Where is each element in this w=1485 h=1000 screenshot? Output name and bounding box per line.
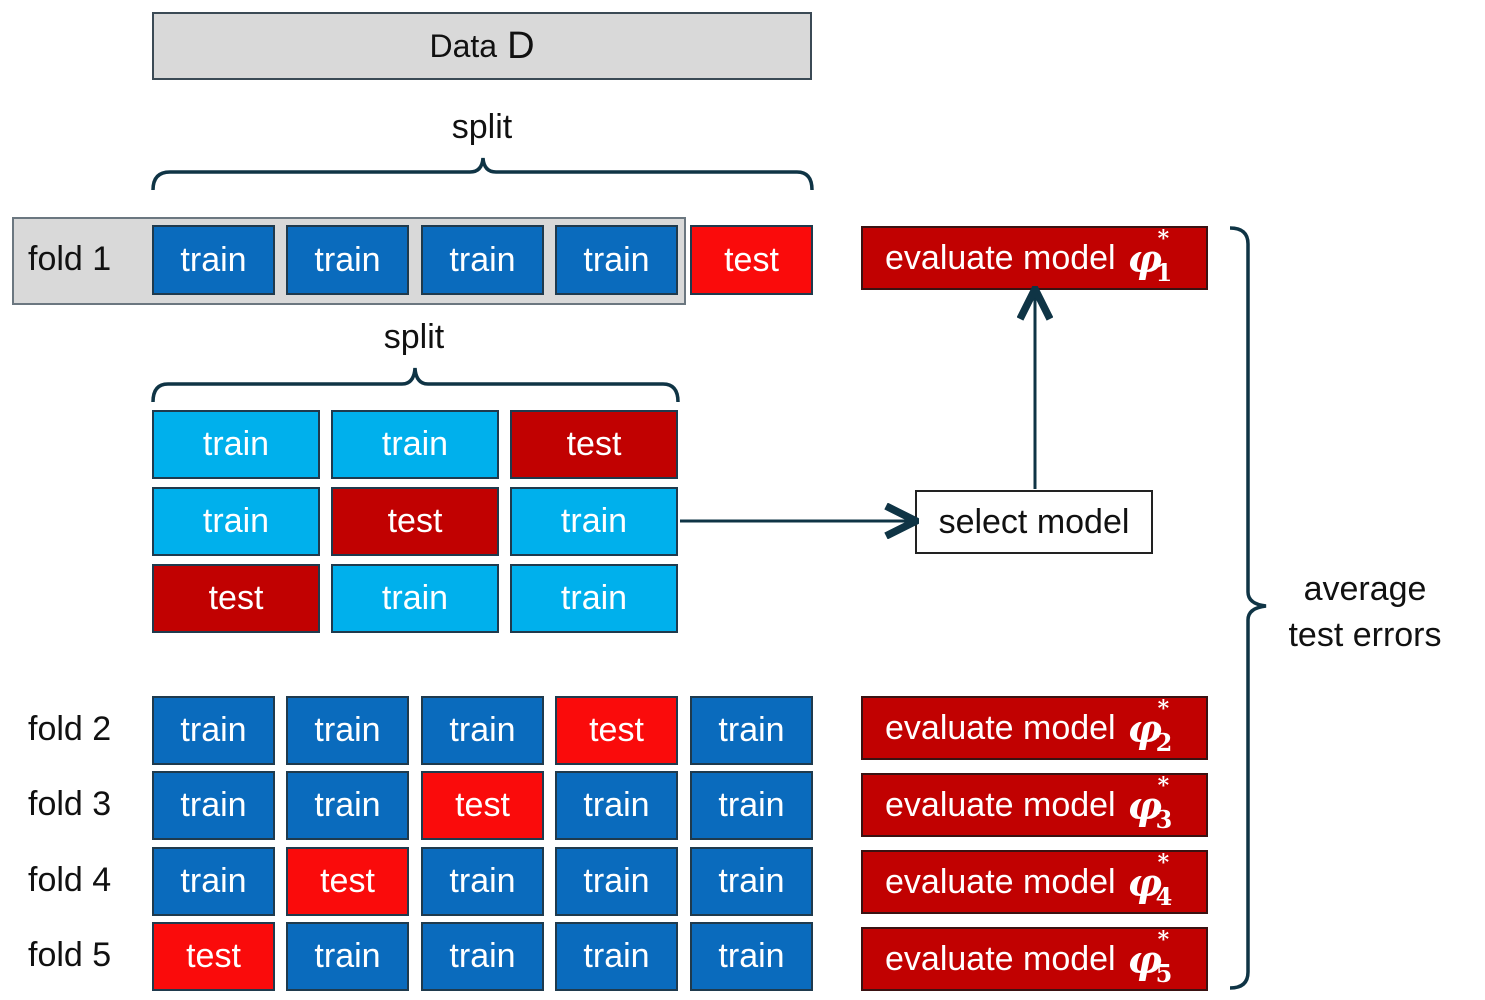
fold-cell-train: train — [152, 696, 275, 765]
evaluate-model-text: evaluate model — [885, 238, 1116, 277]
average-label-line1: average — [1303, 570, 1427, 608]
fold-cell-train: train — [152, 771, 275, 840]
inner-split-label: split — [383, 318, 445, 356]
fold-label: fold 2 — [28, 710, 112, 748]
fold1-cell-test: test — [690, 225, 813, 295]
evaluate-model-box: evaluate model φ*4 — [861, 850, 1208, 914]
data-box-label: Data — [429, 27, 498, 64]
evaluate-model-text: evaluate model — [885, 862, 1116, 901]
select-model-box: select model — [915, 490, 1153, 554]
fold-cell-train: train — [555, 847, 678, 916]
evaluate-model-box: evaluate model φ*3 — [861, 773, 1208, 837]
fold-cell-train: train — [286, 922, 409, 991]
average-brace — [1229, 226, 1267, 990]
inner-cell-train: train — [152, 487, 320, 556]
inner-cell-train: train — [510, 564, 678, 633]
fold-cell-train: train — [690, 771, 813, 840]
inner-split-brace — [151, 367, 680, 403]
fold-cell-test: test — [152, 922, 275, 991]
inner-cell-train: train — [331, 410, 499, 479]
inner-cell-train: train — [152, 410, 320, 479]
phi-symbol: φ*3 — [1127, 772, 1173, 834]
fold-cell-test: test — [421, 771, 544, 840]
evaluate-model-text: evaluate model — [885, 785, 1116, 824]
evaluate-model-box: evaluate model φ*2 — [861, 696, 1208, 760]
fold1-cell-train: train — [286, 225, 409, 295]
inner-cell-train: train — [510, 487, 678, 556]
phi-symbol: φ*4 — [1127, 849, 1173, 911]
fold-label: fold 3 — [28, 785, 112, 823]
fold-cell-train: train — [555, 771, 678, 840]
average-label-line2: test errors — [1288, 616, 1442, 654]
inner-cell-test: test — [331, 487, 499, 556]
fold-label: fold 4 — [28, 861, 112, 899]
data-box: Data D — [152, 12, 812, 80]
fold-cell-train: train — [690, 922, 813, 991]
evaluate-model-text: evaluate model — [885, 939, 1116, 978]
fold-cell-train: train — [286, 696, 409, 765]
fold-cell-train: train — [555, 922, 678, 991]
fold-cell-train: train — [690, 847, 813, 916]
inner-cell-train: train — [331, 564, 499, 633]
phi-symbol: φ*1 — [1127, 225, 1173, 287]
fold-cell-train: train — [152, 847, 275, 916]
data-symbol: D — [507, 24, 535, 67]
evaluate-model-text: evaluate model — [885, 708, 1116, 747]
fold-cell-train: train — [421, 847, 544, 916]
fold-cell-train: train — [421, 696, 544, 765]
average-label: average test errors — [1270, 566, 1460, 658]
phi-symbol: φ*5 — [1127, 926, 1173, 988]
select-model-label: select model — [938, 502, 1130, 541]
fold-cell-train: train — [286, 771, 409, 840]
fold1-cell-train: train — [152, 225, 275, 295]
fold1-cell-train: train — [555, 225, 678, 295]
fold-cell-train: train — [421, 922, 544, 991]
evaluate-model-box: evaluate model φ*5 — [861, 927, 1208, 991]
fold-cell-train: train — [690, 696, 813, 765]
fold1-cell-train: train — [421, 225, 544, 295]
top-split-brace — [151, 157, 814, 191]
top-split-label: split — [451, 108, 513, 146]
fold-label: fold 5 — [28, 936, 112, 974]
fold-cell-test: test — [286, 847, 409, 916]
inner-cell-test: test — [510, 410, 678, 479]
fold1-label: fold 1 — [28, 240, 112, 278]
phi-symbol: φ*2 — [1127, 695, 1173, 757]
inner-cell-test: test — [152, 564, 320, 633]
fold-cell-test: test — [555, 696, 678, 765]
